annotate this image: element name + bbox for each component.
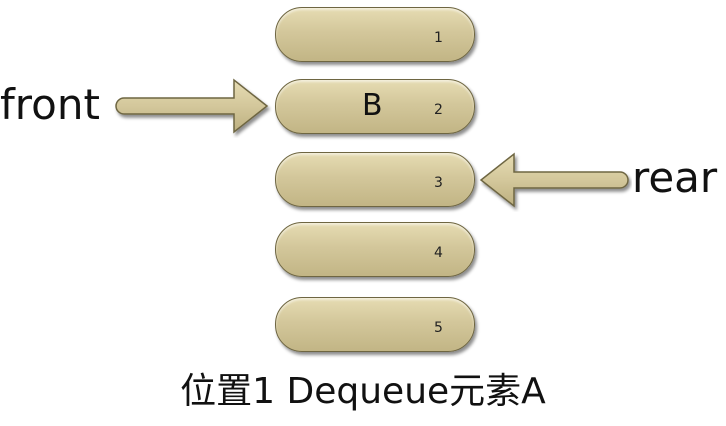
deque-slot-5: 5: [275, 297, 475, 352]
slot-index: 3: [434, 175, 443, 191]
slot-index: 1: [434, 30, 443, 46]
deque-slot-3: 3: [275, 152, 475, 207]
deque-slot-2: B 2: [275, 79, 475, 134]
deque-slot-1: 1: [275, 7, 475, 62]
slot-index: 2: [434, 102, 443, 118]
slot-index: 4: [434, 245, 443, 261]
slot-index: 5: [434, 320, 443, 336]
rear-pointer-label: rear: [632, 153, 718, 202]
slot-value: B: [362, 88, 383, 123]
rear-arrow-icon: [479, 152, 629, 208]
front-arrow-icon: [115, 78, 269, 134]
diagram-caption: 位置1 Dequeue元素A: [180, 371, 546, 412]
deque-slot-4: 4: [275, 222, 475, 277]
front-pointer-label: front: [0, 80, 100, 129]
